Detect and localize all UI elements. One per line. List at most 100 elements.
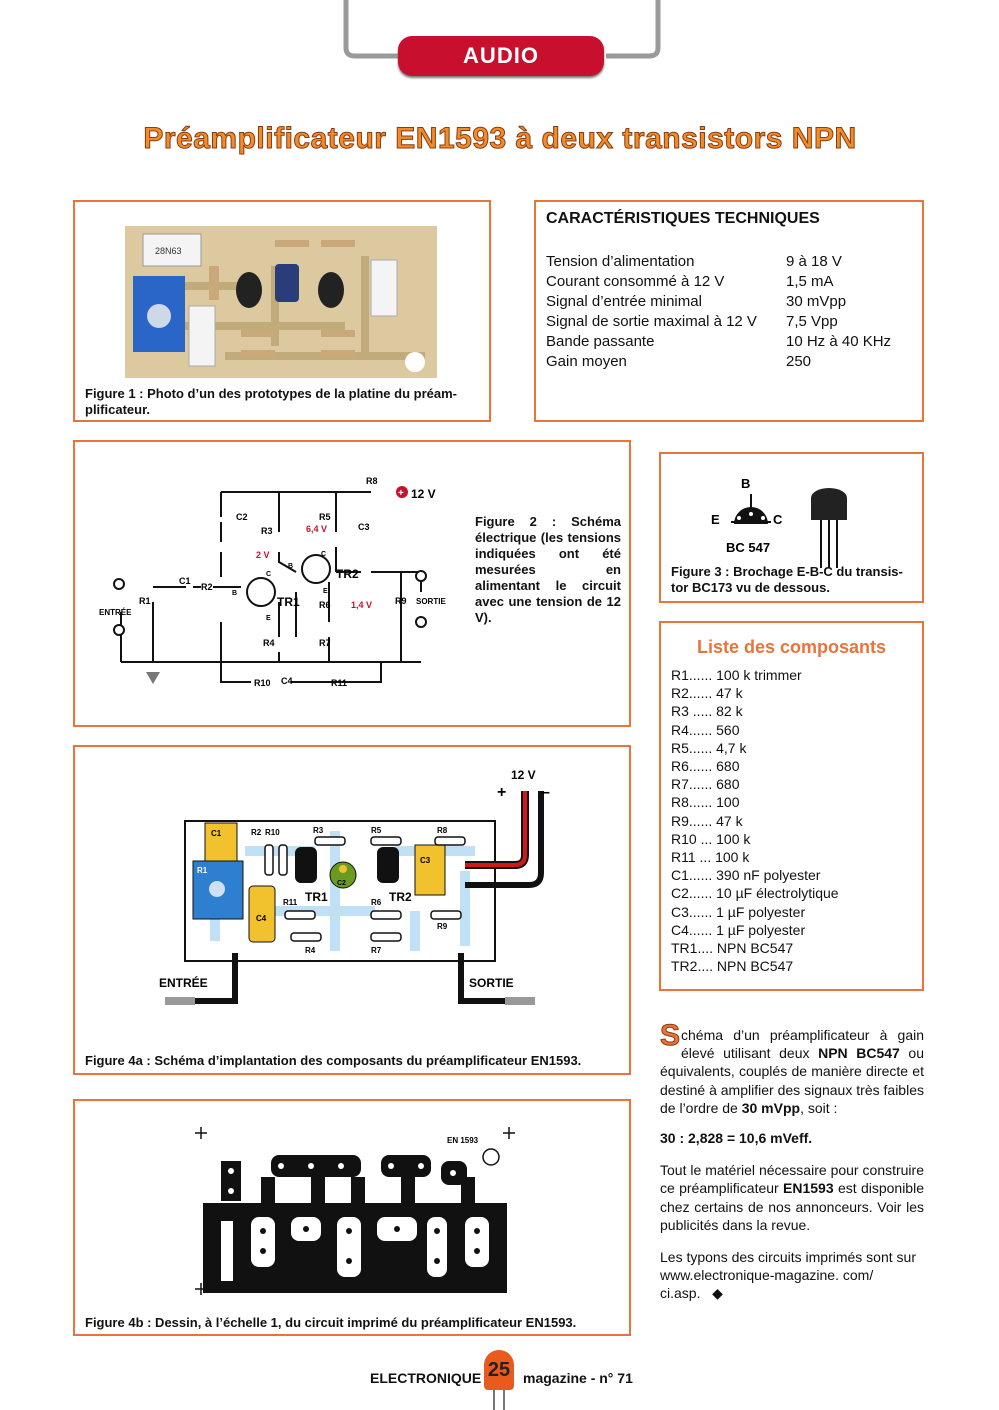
transistor-name: BC 547 [726, 540, 770, 555]
section-label: AUDIO [463, 43, 539, 68]
specs-list: Tension d’alimentation 9 à 18 V Courant c… [546, 252, 912, 372]
article-paragraph-3: Les typons des circuits imprimés sont su… [660, 1248, 924, 1303]
led-leads [503, 1390, 505, 1410]
tr1-part [295, 847, 317, 883]
label-r10: R10 [254, 678, 271, 688]
spec-value: 7,5 Vpp [786, 313, 838, 330]
layout-label-r8: R8 [437, 826, 448, 835]
specs-box: CARACTÉRISTIQUES TECHNIQUES Tension d’al… [534, 200, 924, 422]
component-item: R3 ..... 82 k [671, 703, 743, 720]
spec-key: Gain moyen [546, 353, 627, 370]
layout-label-tr1: TR1 [305, 890, 328, 904]
label-c4: C4 [281, 676, 293, 686]
label-c1: C1 [179, 576, 191, 586]
header-bracket [343, 0, 661, 62]
article-text: Les typons des circuits imprimés sont su… [660, 1249, 916, 1302]
board-photo-graphic: 28N63 [125, 226, 437, 378]
led-leads [493, 1390, 495, 1410]
components-heading: Liste des composants [696, 637, 887, 657]
label-r5: R5 [319, 512, 331, 522]
layout-label-r7: R7 [371, 946, 382, 955]
component-item: R11 ... 100 k [671, 849, 750, 866]
figure4a-box: C1 R1 C4 C3 C2 TR1 TR2 R2 R10 R3 R5 R8 R… [73, 745, 631, 1075]
layout-label-r3: R3 [313, 826, 324, 835]
spec-value: 9 à 18 V [786, 253, 842, 270]
footer-left: ELECTRONIQUE [370, 1370, 482, 1386]
c3-part [414, 844, 446, 896]
footer: ELECTRONIQUE 25 magazine - n° 71 [360, 1344, 660, 1410]
c2-part [329, 861, 357, 889]
article-text: Tout le matériel nécessaire pour constru… [660, 1162, 924, 1197]
supply-terminal [396, 486, 408, 498]
pcb-label: EN 1593 [447, 1136, 479, 1145]
article-text: chéma d’un préamplificateur à gain élevé… [681, 1027, 924, 1062]
layout-label-r2: R2 [251, 828, 262, 837]
pcb-figure4b: EN 1593 [195, 1127, 515, 1295]
input-ground-terminal [113, 624, 125, 636]
component-item: C4...... 1 µF polyester [671, 921, 806, 938]
layout-label-r5: R5 [371, 826, 382, 835]
layout-plus: + [497, 784, 506, 801]
transistor-pinout: B E C BC 547 [711, 476, 847, 568]
component-item: R7...... 680 [671, 776, 740, 793]
label-c-tr2: C [321, 551, 326, 558]
label-v64: 6,4 V [306, 524, 327, 534]
layout-minus: – [541, 784, 550, 801]
label-r1: R1 [139, 596, 151, 606]
footer-right: magazine - n° 71 [523, 1370, 633, 1386]
component-item: R1...... 100 k trimmer [671, 667, 802, 683]
label-r2: R2 [201, 582, 213, 592]
label-c-tr1: C [266, 571, 271, 578]
layout-label-tr2: TR2 [389, 890, 412, 904]
article-bold: 30 mVpp [741, 1099, 801, 1116]
article-text: , soit : [800, 1099, 838, 1116]
page-title: Préamplificateur EN1593 à deux transisto… [143, 122, 857, 156]
label-c3: C3 [358, 522, 370, 532]
component-item: C2...... 10 µF électrolytique [671, 885, 839, 902]
end-mark-icon: ◆ [712, 1285, 723, 1302]
layout-label-r9: R9 [437, 922, 448, 931]
label-c2: C2 [236, 512, 248, 522]
ground-symbol [146, 672, 160, 684]
label-e-tr1: E [266, 615, 271, 622]
spec-row: Signal de sortie maximal à 12 V 7,5 Vpp [546, 312, 912, 332]
spec-key: Courant consommé à 12 V [546, 273, 725, 290]
tr2-symbol [301, 554, 331, 584]
label-r7: R7 [319, 638, 331, 648]
spec-key: Signal de sortie maximal à 12 V [546, 313, 757, 330]
label-r3: R3 [261, 526, 273, 536]
c4-part [248, 885, 276, 943]
label-r9: R9 [395, 596, 407, 606]
label-r6: R6 [319, 600, 331, 610]
component-item: R6...... 680 [671, 758, 740, 775]
c1-part [204, 822, 238, 864]
page-number: 25 [487, 1359, 511, 1381]
schematic-figure2: 12 V + R8 R5 C3 C2 R3 6,4 V 2 V TR2 TR1 … [99, 476, 446, 688]
component-item: TR2.... NPN BC547 [671, 958, 794, 975]
figure3-caption: Figure 3 : Brochage E-B-C du transis- to… [671, 564, 903, 595]
article-formula: 30 : 2,828 = 10,6 mVeff. [660, 1130, 813, 1147]
figure2-caption: Figure 2 : Schéma électrique (les tensio… [475, 514, 621, 625]
figure1-caption: Figure 1 : Photo d’un des prototypes de … [85, 386, 457, 417]
label-r8: R8 [366, 476, 378, 486]
spec-key: Tension d’alimentation [546, 253, 695, 270]
spec-key: Signal d’entrée minimal [546, 293, 702, 310]
layout-label-r1: R1 [197, 866, 208, 875]
dropcap: S [659, 1019, 681, 1052]
component-item: R4...... 560 [671, 721, 740, 738]
components-box: Liste des composants R1...... 100 k trim… [659, 621, 924, 991]
specs-heading: CARACTÉRISTIQUES TECHNIQUES [546, 210, 820, 227]
figure3-box: B E C BC 547 Figure 3 : Brochage E-B-C d… [659, 452, 924, 603]
spec-key: Bande passante [546, 333, 655, 350]
figure4b-box: EN 1593 [73, 1099, 631, 1336]
layout-label-r6: R6 [371, 898, 382, 907]
spec-row: Tension d’alimentation 9 à 18 V [546, 252, 912, 272]
label-v14: 1,4 V [351, 600, 372, 610]
layout-label-c4: C4 [256, 914, 267, 923]
components-list: R1...... 100 k trimmer R2...... 47 k R3 … [671, 666, 912, 975]
label-sortie: SORTIE [416, 597, 446, 606]
label-tr2: TR2 [336, 567, 359, 581]
